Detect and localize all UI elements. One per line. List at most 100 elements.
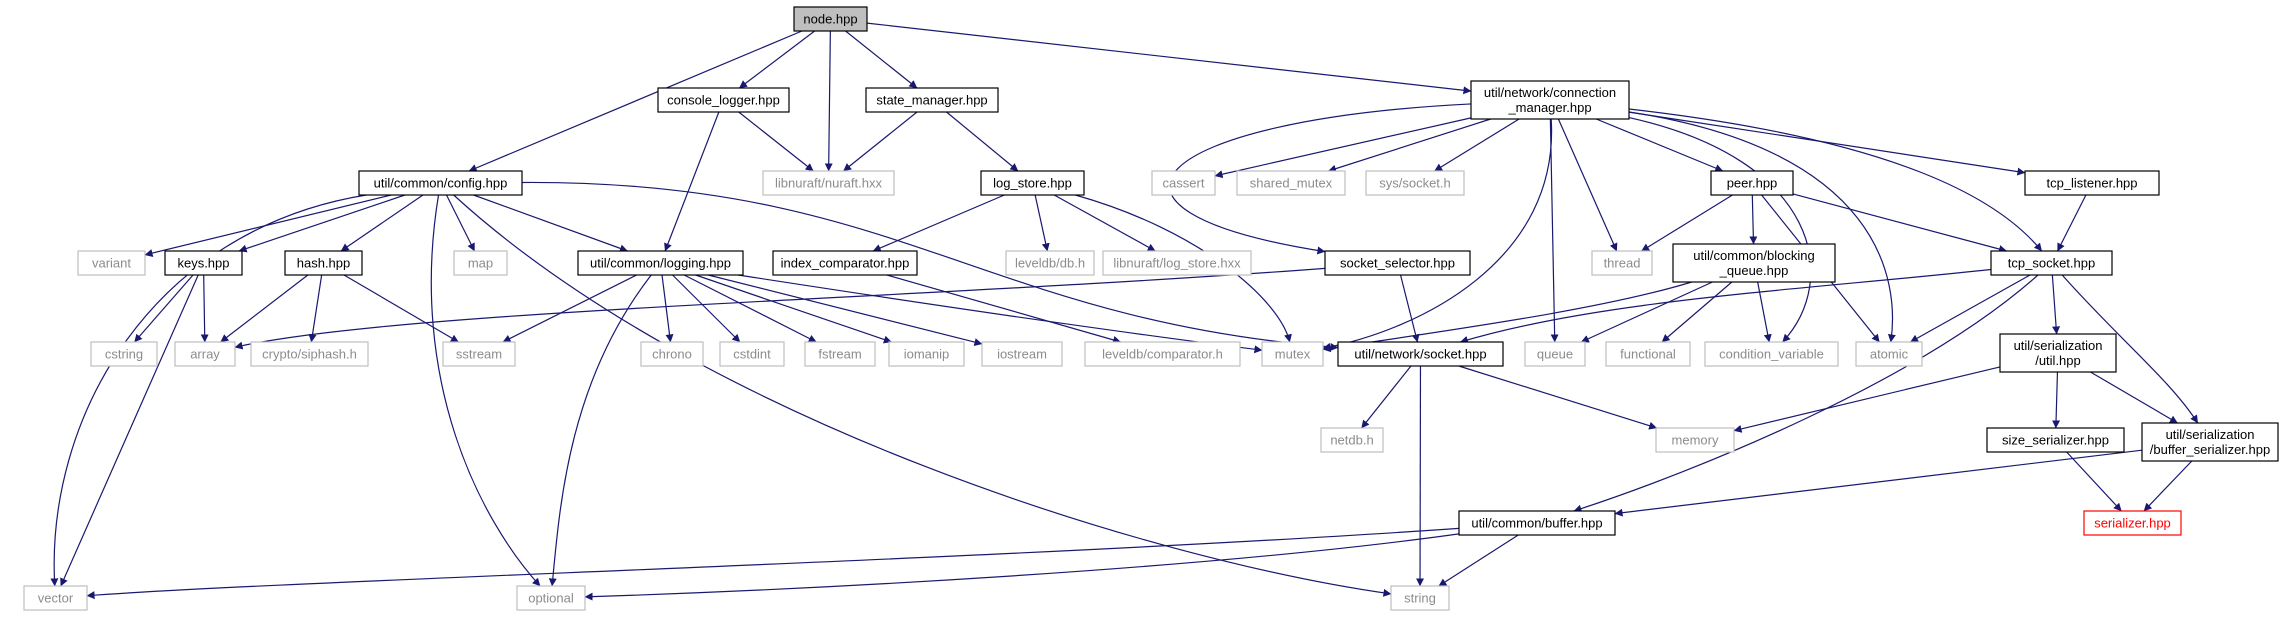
node-label: util/common/blocking (1693, 248, 1814, 263)
node-socket-selector[interactable]: socket_selector.hpp (1324, 250, 1471, 276)
node-array[interactable]: array (174, 341, 236, 367)
node-label: _manager.hpp (1507, 100, 1591, 115)
node-leveldb-db[interactable]: leveldb/db.h (1005, 250, 1095, 276)
node-leveldb-comparator[interactable]: leveldb/comparator.h (1084, 341, 1241, 367)
edge-socket_selector-to-array (234, 267, 1326, 350)
node-box (1005, 250, 1095, 276)
edges-layer (50, 22, 2199, 601)
node-box (1990, 250, 2113, 276)
node-cstring[interactable]: cstring (90, 341, 158, 367)
node-serializer[interactable]: serializer.hpp (2083, 510, 2182, 536)
node-box (1236, 170, 1346, 196)
node-label: cassert (1163, 176, 1205, 191)
node-box (1458, 510, 1616, 536)
node-label: memory (1672, 433, 1719, 448)
node-box (442, 341, 516, 367)
node-variant[interactable]: variant (77, 250, 146, 276)
node-config[interactable]: util/common/config.hpp (358, 170, 523, 196)
node-label: crypto/siphash.h (262, 347, 357, 362)
node-atomic[interactable]: atomic (1855, 341, 1923, 367)
node-buffer[interactable]: util/common/buffer.hpp (1458, 510, 1616, 536)
node-condition-variable[interactable]: condition_variable (1704, 341, 1839, 367)
node-box (981, 341, 1063, 367)
node-cstdint[interactable]: cstdint (719, 341, 785, 367)
node-functional[interactable]: functional (1605, 341, 1691, 367)
node-chrono[interactable]: chrono (640, 341, 704, 367)
node-thread[interactable]: thread (1591, 250, 1653, 276)
edge-buffer-to-string (1438, 534, 1519, 587)
node-box (1390, 585, 1450, 611)
node-crypto-siphash[interactable]: crypto/siphash.h (250, 341, 369, 367)
node-box (1470, 80, 1630, 120)
node-connection-manager[interactable]: util/network/connection_manager.hpp (1470, 80, 1630, 120)
node-tcp-socket[interactable]: tcp_socket.hpp (1990, 250, 2113, 276)
node-keys[interactable]: keys.hpp (164, 250, 243, 276)
node-size-serializer[interactable]: size_serializer.hpp (1986, 427, 2125, 453)
node-netdb[interactable]: netdb.h (1320, 427, 1384, 453)
node-buffer-serializer[interactable]: util/serialization/buffer_serializer.hpp (2141, 422, 2279, 462)
node-vector[interactable]: vector (23, 585, 88, 611)
nodes-layer: node.hpp console_logger.hpp state_manager.… (23, 6, 2279, 611)
edge-tcp_socket-to-network_socket (1460, 268, 1992, 344)
node-label: peer.hpp (1727, 176, 1778, 191)
node-logging[interactable]: util/common/logging.hpp (577, 250, 744, 276)
node-box (865, 87, 999, 113)
node-mutex[interactable]: mutex (1261, 341, 1324, 367)
node-optional[interactable]: optional (516, 585, 586, 611)
node-label: mutex (1275, 347, 1311, 362)
node-label: keys.hpp (177, 256, 229, 271)
node-label: shared_mutex (1250, 176, 1333, 191)
node-iostream[interactable]: iostream (981, 341, 1063, 367)
node-box (804, 341, 876, 367)
node-shared-mutex[interactable]: shared_mutex (1236, 170, 1346, 196)
edge-connection_manager-to-queue (1549, 118, 1559, 343)
node-iomanip[interactable]: iomanip (888, 341, 965, 367)
node-queue[interactable]: queue (1524, 341, 1586, 367)
edge-buffer_serializer-to-buffer (1614, 449, 2143, 517)
edge-console_logger-to-logging (664, 111, 720, 252)
node-nuraft[interactable]: libnuraft/nuraft.hxx (762, 170, 895, 196)
node-label: size_serializer.hpp (2002, 433, 2109, 448)
node-box (23, 585, 88, 611)
node-cassert[interactable]: cassert (1151, 170, 1216, 196)
edge-logging-to-sstream (502, 274, 637, 343)
node-hash[interactable]: hash.hpp (284, 250, 363, 276)
node-tcp-listener[interactable]: tcp_listener.hpp (2024, 170, 2160, 196)
node-label: node.hpp (803, 12, 857, 27)
node-serialization-util[interactable]: util/serialization/util.hpp (1999, 333, 2117, 373)
node-box (793, 6, 868, 32)
edge-state_manager-to-log_store (946, 111, 1019, 172)
node-blocking-queue[interactable]: util/common/blocking_queue.hpp (1672, 243, 1836, 283)
node-string[interactable]: string (1390, 585, 1450, 611)
edge-index_comparator-to-leveldb_comparator (886, 274, 1122, 344)
node-index-comparator[interactable]: index_comparator.hpp (772, 250, 918, 276)
node-box (2083, 510, 2182, 536)
edge-peer-to-thread (1641, 194, 1733, 252)
edge-keys-to-vector (60, 274, 199, 587)
node-fstream[interactable]: fstream (804, 341, 876, 367)
edge-node_hpp-to-state_manager (845, 30, 918, 89)
edge-blocking_queue-to-functional (1661, 281, 1733, 343)
node-label: string (1404, 591, 1436, 606)
node-label: util/common/logging.hpp (590, 256, 731, 271)
node-box (1102, 250, 1252, 276)
node-box (640, 341, 704, 367)
edge-connection_manager-to-mutex (1322, 118, 1553, 351)
edge-hash-to-sstream (343, 274, 459, 343)
node-sstream[interactable]: sstream (442, 341, 516, 367)
node-memory[interactable]: memory (1655, 427, 1735, 453)
node-network-socket[interactable]: util/network/socket.hpp (1337, 341, 1504, 367)
node-libnuraft-log-store[interactable]: libnuraft/log_store.hxx (1102, 250, 1252, 276)
node-sys-socket[interactable]: sys/socket.h (1365, 170, 1465, 196)
node-console-logger[interactable]: console_logger.hpp (657, 87, 790, 113)
edge-buffer-to-vector (86, 527, 1460, 600)
node-box (1672, 243, 1836, 283)
node-box (453, 250, 508, 276)
node-log-store[interactable]: log_store.hpp (980, 170, 1085, 196)
node-map[interactable]: map (453, 250, 508, 276)
node-peer[interactable]: peer.hpp (1710, 170, 1794, 196)
node-node-hpp[interactable]: node.hpp (793, 6, 868, 32)
node-box (772, 250, 918, 276)
node-state-manager[interactable]: state_manager.hpp (865, 87, 999, 113)
edge-connection_manager-to-atomic (1628, 111, 1896, 343)
